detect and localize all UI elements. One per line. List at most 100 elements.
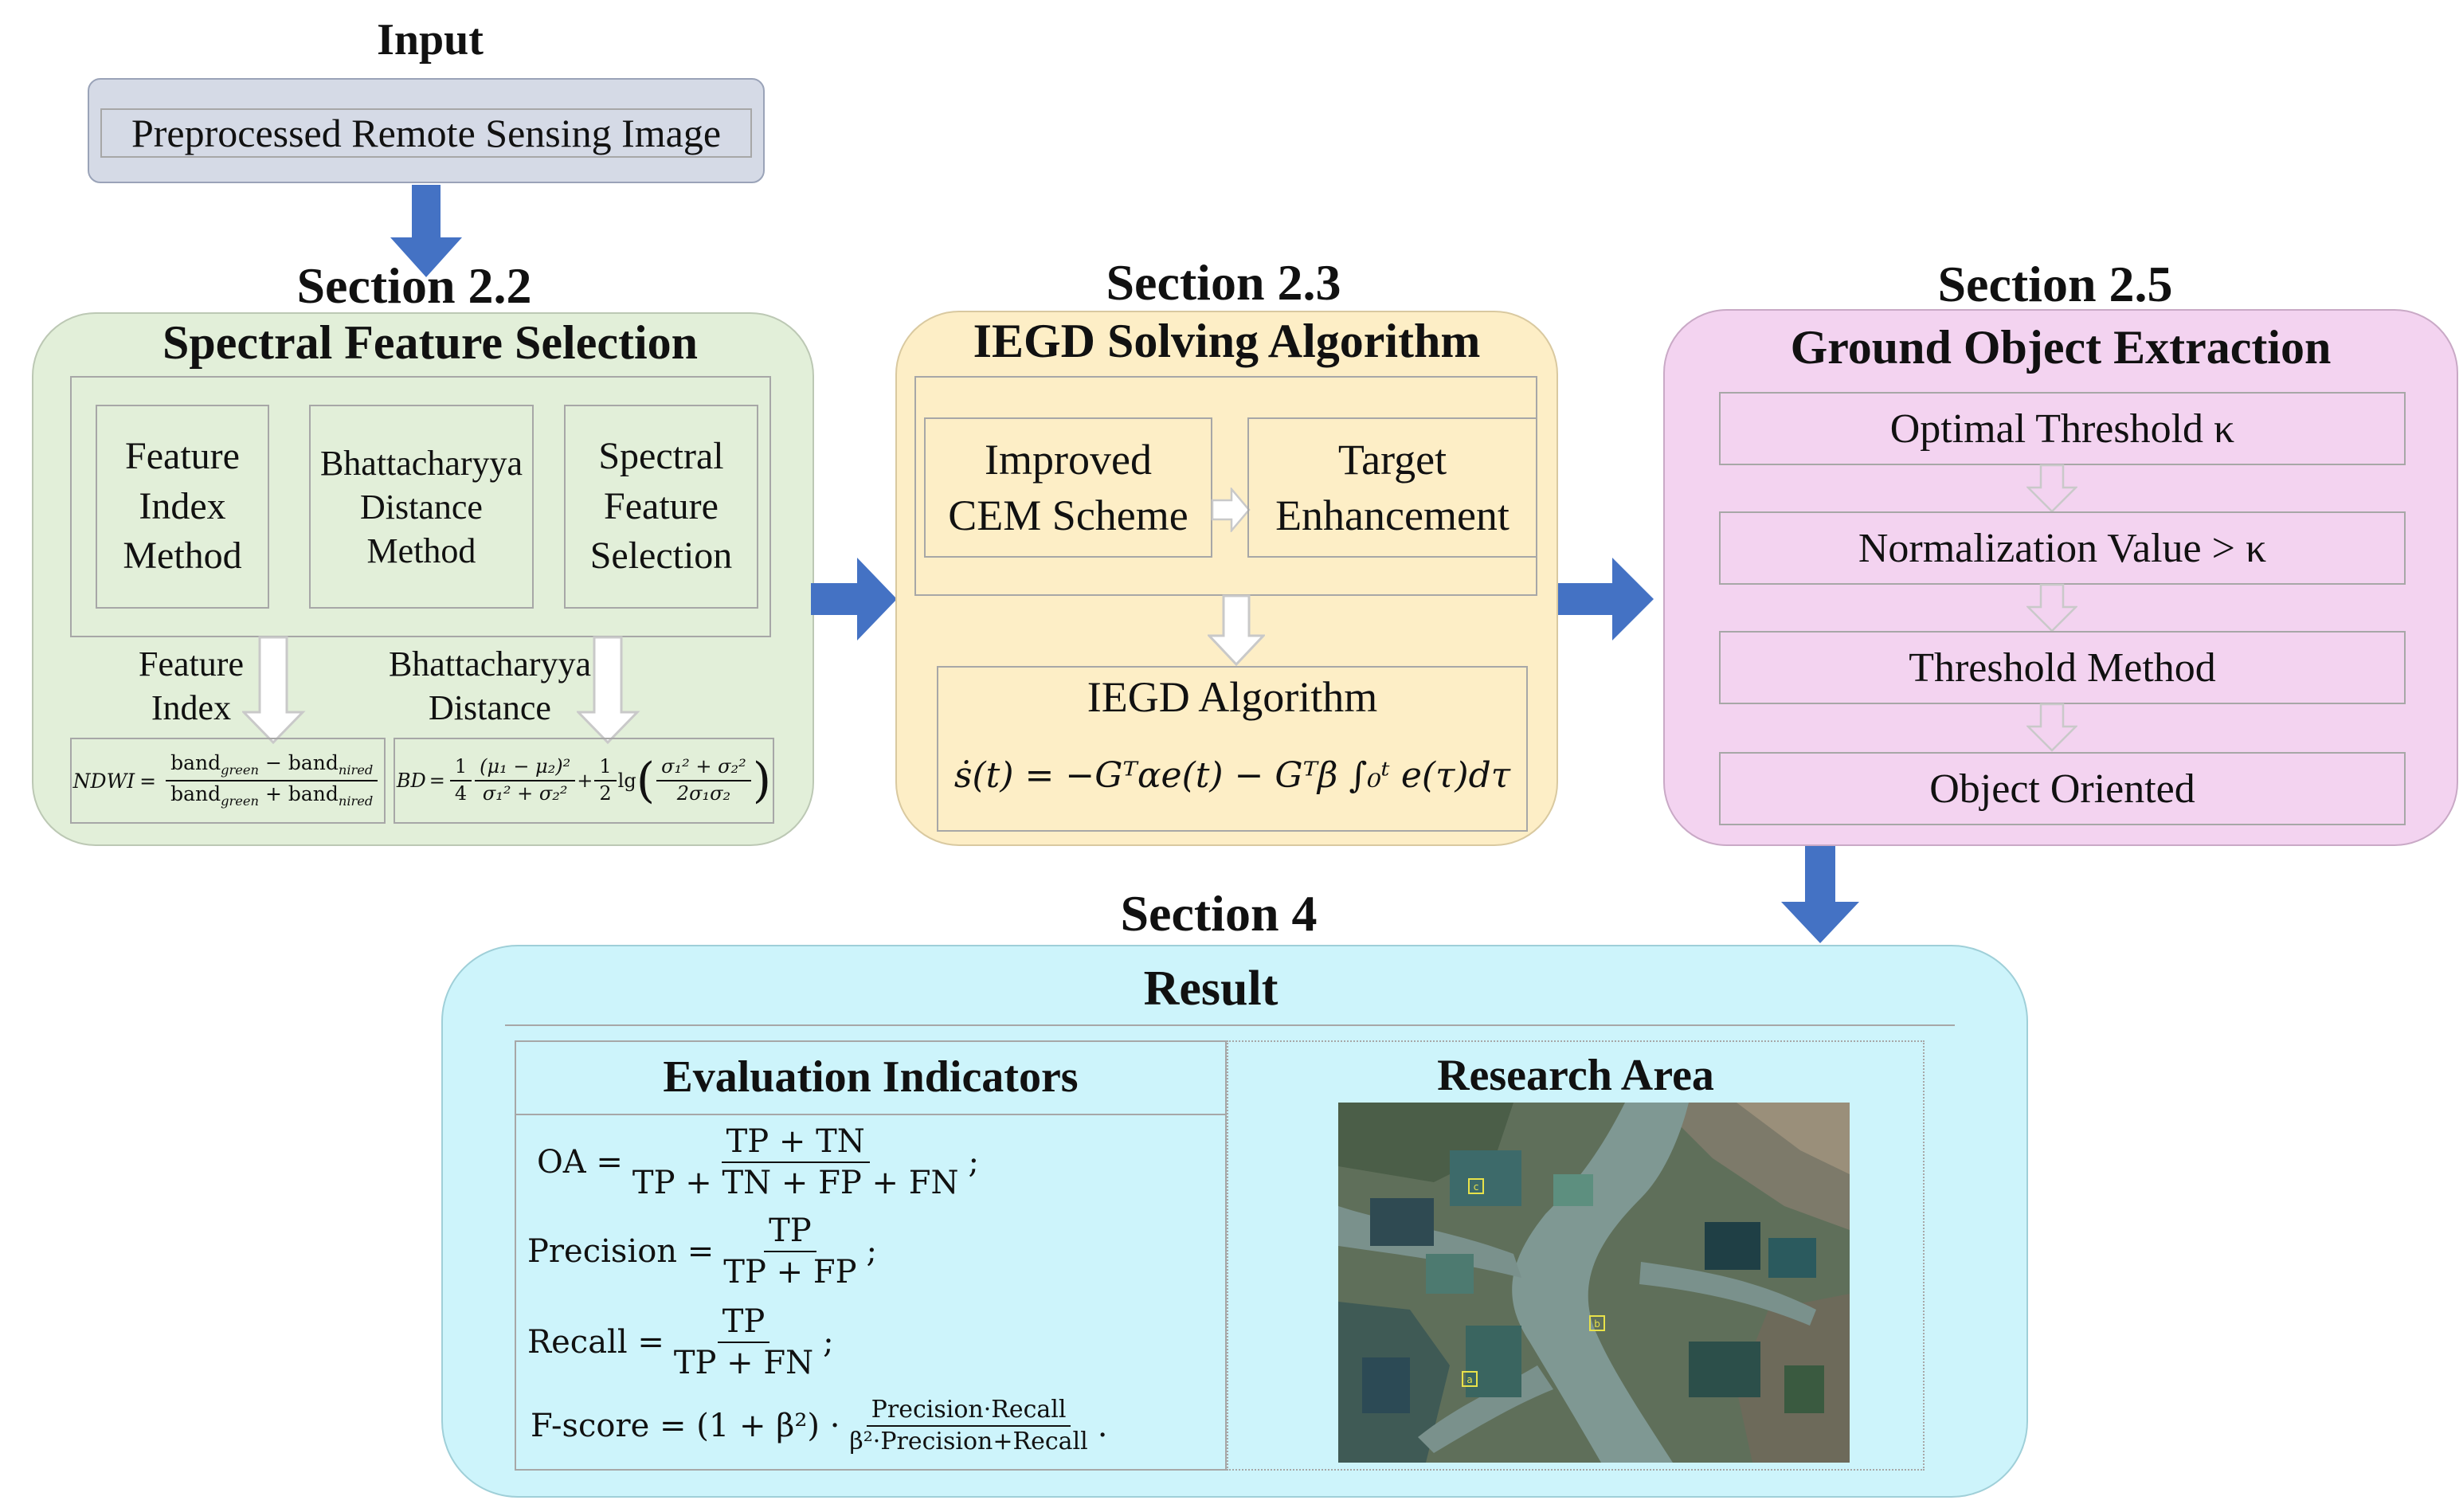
bd-frac-variance-num: σ₁² + σ₂² — [656, 756, 751, 781]
improved-cem-scheme-box: Improved CEM Scheme — [924, 417, 1212, 558]
step-object-oriented-label: Object Oriented — [1929, 766, 2195, 812]
feature-index-arrow-label-text: Feature Index — [139, 644, 244, 727]
bhattacharyya-distance-method-box: Bhattacharyya Distance Method — [309, 405, 534, 609]
formula-fscore: F-score = (1 + β²) · Precision·Recall β²… — [531, 1386, 1107, 1466]
feature-index-method-box: Feature Index Method — [96, 405, 269, 609]
formula-recall-num: TP — [717, 1303, 770, 1343]
section4-title-divider — [505, 1024, 1955, 1026]
bd-frac-variance-den: 2σ₁σ₂ — [676, 782, 731, 805]
arrow-section22-to-section23 — [811, 558, 897, 640]
section22-inner-frame — [70, 376, 771, 637]
step-normalization-value-label: Normalization Value > κ — [1858, 525, 2267, 571]
formula-recall-den: TP + FN — [673, 1345, 814, 1381]
formula-precision-end: ; — [866, 1233, 877, 1270]
spectral-feature-selection-box: Spectral Feature Selection — [564, 405, 758, 609]
bd-frac-half-num: 1 — [594, 756, 617, 781]
section22-heading: Section 2.2 — [296, 257, 532, 314]
bd-lhs: BD — [396, 770, 426, 792]
bd-frac-quarter-den: 4 — [454, 782, 468, 805]
formula-fscore-fraction: Precision·Recall β²·Precision+Recall — [844, 1396, 1092, 1456]
iegd-algorithm-box — [937, 666, 1528, 832]
input-container — [88, 78, 765, 183]
bd-frac-mean: (μ₁ − μ₂)² σ₁² + σ₂² — [475, 756, 576, 805]
formula-recall-fraction: TP TP + FN — [669, 1303, 818, 1381]
section23-panel — [895, 311, 1558, 846]
formula-precision-fraction: TP TP + FP — [719, 1212, 861, 1291]
arrow-section23-to-section25 — [1558, 558, 1654, 640]
formula-recall-lhs: Recall = — [527, 1324, 664, 1361]
section4-title: Result — [1143, 962, 1278, 1016]
ndwi-den-b-sub: nired — [338, 793, 374, 809]
hollow-arrow-step1-to-step2 — [2026, 464, 2077, 513]
ndwi-num-b-sub: nired — [338, 762, 374, 778]
hollow-arrow-feature-index — [242, 636, 306, 745]
map-marker-a: a — [1466, 1374, 1472, 1385]
formula-oa-num: TP + TN — [721, 1123, 870, 1163]
evaluation-title-divider — [515, 1114, 1227, 1115]
bd-formula-box: BD = 1 4 (μ₁ − μ₂)² σ₁² + σ₂² + 1 2 lg (… — [394, 738, 774, 824]
bd-frac-mean-den: σ₁² + σ₂² — [482, 782, 568, 805]
section25-panel — [1663, 309, 2458, 846]
section4-heading: Section 4 — [1120, 885, 1318, 942]
arrow-section25-to-section4 — [1781, 843, 1859, 943]
section25-heading: Section 2.5 — [1937, 256, 2173, 312]
hollow-arrow-bhattacharyya — [577, 636, 640, 745]
input-box-label: Preprocessed Remote Sensing Image — [131, 111, 722, 155]
formula-oa-end: ; — [968, 1144, 979, 1181]
step-threshold-method: Threshold Method — [1719, 631, 2406, 704]
formula-fscore-den: β²·Precision+Recall — [849, 1428, 1088, 1455]
spectral-feature-selection-label: Spectral Feature Selection — [589, 435, 733, 578]
section22-title: Spectral Feature Selection — [162, 316, 699, 369]
input-box: Preprocessed Remote Sensing Image — [100, 108, 752, 158]
ndwi-minus: − — [264, 751, 282, 775]
research-area-satellite-image: c b a — [1338, 1103, 1850, 1463]
ndwi-den-b: band — [288, 782, 339, 805]
bd-frac-half-den: 2 — [599, 782, 612, 805]
step-optimal-threshold: Optimal Threshold κ — [1719, 392, 2406, 465]
section22-panel — [32, 312, 814, 846]
research-area-box — [1227, 1040, 1925, 1471]
iegd-algorithm-title-text: IEGD Algorithm — [1087, 673, 1378, 721]
ndwi-formula-box: NDWI = bandgreen − bandnired bandgreen +… — [70, 738, 386, 824]
formula-oa-den: TP + TN + FP + FN — [632, 1165, 959, 1201]
section23-heading: Section 2.3 — [1106, 254, 1341, 311]
bd-lg: lg — [617, 770, 636, 792]
hollow-arrow-step3-to-step4 — [2026, 703, 2077, 752]
evaluation-indicators-title: Evaluation Indicators — [663, 1052, 1079, 1102]
bhattacharyya-distance-method-label: Bhattacharyya Distance Method — [319, 443, 523, 570]
formula-fscore-end: . — [1097, 1408, 1108, 1444]
evaluation-indicators-box — [515, 1040, 1227, 1471]
arrow-input-to-section22 — [390, 185, 462, 277]
formula-oa: OA = TP + TN TP + TN + FP + FN ; — [537, 1118, 979, 1206]
bhattacharyya-arrow-label-text: Bhattacharyya Distance — [388, 644, 592, 727]
bd-plus: + — [577, 770, 593, 792]
iegd-equation: ṡ(t) = −Gᵀαe(t) − Gᵀβ ∫₀ᵗ e(τ)dτ — [937, 731, 1528, 819]
formula-precision: Precision = TP TP + FP ; — [527, 1208, 877, 1295]
target-enhancement-label: Target Enhancement — [1275, 435, 1510, 539]
formula-fscore-lhs: F-score = (1 + β²) · — [531, 1408, 840, 1444]
ndwi-num-a: band — [170, 751, 221, 775]
improved-cem-scheme-label: Improved CEM Scheme — [948, 435, 1188, 539]
ndwi-den-a: band — [170, 782, 221, 805]
input-heading: Input — [377, 15, 484, 65]
formula-oa-fraction: TP + TN TP + TN + FP + FN — [628, 1123, 964, 1201]
ndwi-num-a-sub: green — [221, 762, 259, 778]
formula-precision-lhs: Precision = — [527, 1233, 715, 1270]
target-enhancement-box: Target Enhancement — [1247, 417, 1537, 558]
section25-title: Ground Object Extraction — [1790, 321, 2332, 374]
formula-fscore-num: Precision·Recall — [866, 1396, 1071, 1427]
iegd-algorithm-title: IEGD Algorithm — [937, 669, 1528, 725]
formula-oa-lhs: OA = — [537, 1144, 623, 1181]
hollow-arrow-to-iegd-algorithm — [1208, 594, 1265, 666]
feature-index-arrow-label: Feature Index — [119, 642, 263, 730]
ndwi-plus: + — [264, 782, 282, 805]
ndwi-den-a-sub: green — [221, 793, 259, 809]
formula-precision-den: TP + FP — [723, 1254, 857, 1291]
ndwi-num-b: band — [288, 751, 339, 775]
feature-index-method-label: Feature Index Method — [123, 435, 242, 578]
map-marker-b: b — [1594, 1318, 1600, 1330]
map-marker-c: c — [1474, 1181, 1479, 1193]
step-threshold-method-label: Threshold Method — [1909, 644, 2216, 691]
bd-frac-quarter: 1 4 — [449, 756, 472, 805]
step-optimal-threshold-label: Optimal Threshold κ — [1889, 405, 2235, 452]
